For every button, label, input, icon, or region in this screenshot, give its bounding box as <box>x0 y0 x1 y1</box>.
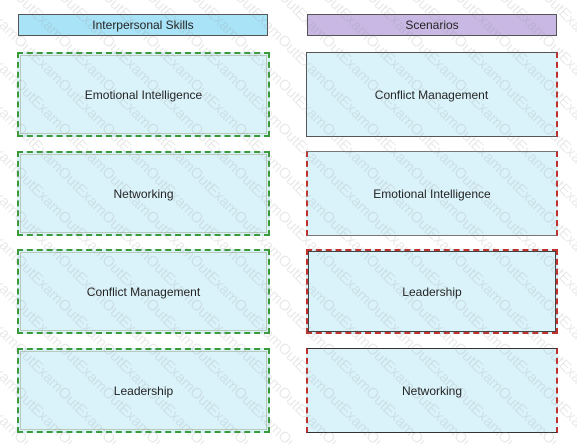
watermark-text: ExamOut <box>555 180 577 237</box>
watermark-text: ExamOut <box>555 312 577 369</box>
watermark-text: ExamOut <box>555 136 577 193</box>
watermark-text: ExamOut <box>555 48 577 105</box>
scenario-slot-leadership[interactable]: Leadership <box>306 249 558 334</box>
scenario-slot-networking[interactable]: Networking <box>306 348 558 433</box>
watermark-text: ExamOut <box>555 356 577 413</box>
watermark-text: ExamOut <box>555 4 577 61</box>
watermark-text: ExamOut <box>555 92 577 149</box>
skill-card-emotional-intelligence[interactable]: Emotional Intelligence <box>17 52 270 137</box>
skill-card-label: Networking <box>113 186 174 201</box>
skill-card-leadership[interactable]: Leadership <box>17 348 270 433</box>
header-scenarios-label: Scenarios <box>405 18 459 32</box>
skill-card-conflict-management[interactable]: Conflict Management <box>17 249 270 334</box>
watermark-text: ExamOut <box>555 224 577 281</box>
header-interpersonal-skills-label: Interpersonal Skills <box>92 18 194 32</box>
watermark-text: ExamOut <box>555 400 577 444</box>
scenario-slot-label: Conflict Management <box>374 87 489 102</box>
scenario-slot-label: Networking <box>401 383 463 398</box>
skill-card-networking[interactable]: Networking <box>17 151 270 236</box>
header-scenarios: Scenarios <box>307 14 557 36</box>
watermark-text: ExamOut <box>555 268 577 325</box>
header-interpersonal-skills: Interpersonal Skills <box>18 14 268 36</box>
scenario-slot-emotional-intelligence[interactable]: Emotional Intelligence <box>306 151 558 236</box>
skill-card-label: Leadership <box>113 383 174 398</box>
skill-card-label: Conflict Management <box>86 284 201 299</box>
scenario-slot-label: Emotional Intelligence <box>373 186 491 201</box>
watermark-text: ExamOut <box>555 0 577 17</box>
scenario-slot-label: Leadership <box>402 284 462 299</box>
scenario-slot-conflict-management[interactable]: Conflict Management <box>306 52 558 137</box>
skill-card-label: Emotional Intelligence <box>84 87 203 102</box>
